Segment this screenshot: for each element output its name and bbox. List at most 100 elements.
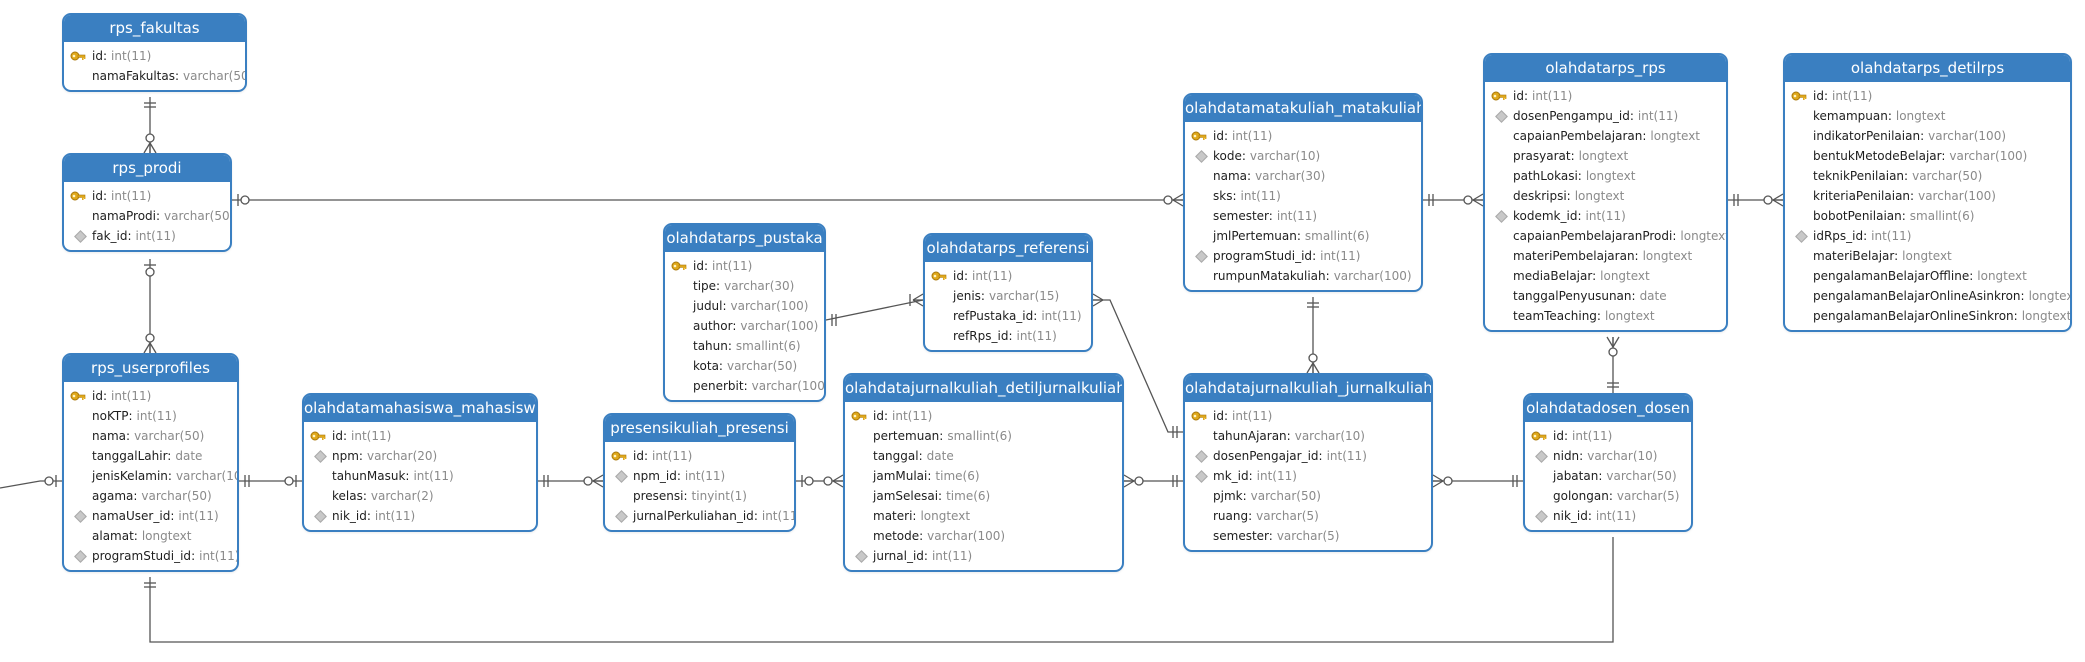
column-row[interactable]: sks:int(11) — [1185, 186, 1421, 206]
column-row[interactable]: bobotPenilaian:smallint(6) — [1785, 206, 2070, 226]
column-row[interactable]: id:int(11) — [304, 426, 536, 446]
column-row[interactable]: refRps_id:int(11) — [925, 326, 1091, 346]
column-row[interactable]: capaianPembelajaran:longtext — [1485, 126, 1726, 146]
column-row[interactable]: tipe:varchar(30) — [665, 276, 824, 296]
column-row[interactable]: jurnal_id:int(11) — [845, 546, 1122, 566]
column-row[interactable]: agama:varchar(50) — [64, 486, 237, 506]
column-row[interactable]: tahunAjaran:varchar(10) — [1185, 426, 1431, 446]
column-row[interactable]: materi:longtext — [845, 506, 1122, 526]
column-row[interactable]: id:int(11) — [1485, 86, 1726, 106]
column-row[interactable]: id:int(11) — [665, 256, 824, 276]
column-row[interactable]: semester:varchar(5) — [1185, 526, 1431, 546]
column-row[interactable]: metode:varchar(100) — [845, 526, 1122, 546]
column-row[interactable]: nik_id:int(11) — [1525, 506, 1691, 526]
column-row[interactable]: npm_id:int(11) — [605, 466, 794, 486]
column-row[interactable]: nama:varchar(30) — [1185, 166, 1421, 186]
column-row[interactable]: nidn:varchar(10) — [1525, 446, 1691, 466]
column-row[interactable]: nik_id:int(11) — [304, 506, 536, 526]
column-row[interactable]: tanggalLahir:date — [64, 446, 237, 466]
column-row[interactable]: jamMulai:time(6) — [845, 466, 1122, 486]
column-row[interactable]: namaUser_id:int(11) — [64, 506, 237, 526]
column-row[interactable]: pengalamanBelajarOnlineAsinkron:longtext — [1785, 286, 2070, 306]
column-row[interactable]: tanggalPenyusunan:date — [1485, 286, 1726, 306]
column-row[interactable]: mk_id:int(11) — [1185, 466, 1431, 486]
column-row[interactable]: kota:varchar(50) — [665, 356, 824, 376]
column-row[interactable]: deskripsi:longtext — [1485, 186, 1726, 206]
column-row[interactable]: judul:varchar(100) — [665, 296, 824, 316]
column-row[interactable]: id:int(11) — [64, 386, 237, 406]
column-row[interactable]: golongan:varchar(5) — [1525, 486, 1691, 506]
column-row[interactable]: pertemuan:smallint(6) — [845, 426, 1122, 446]
column-row[interactable]: rumpunMatakuliah:varchar(100) — [1185, 266, 1421, 286]
column-row[interactable]: id:int(11) — [64, 46, 245, 66]
column-row[interactable]: id:int(11) — [64, 186, 230, 206]
column-row[interactable]: author:varchar(100) — [665, 316, 824, 336]
column-row[interactable]: namaProdi:varchar(50) — [64, 206, 230, 226]
column-row[interactable]: teknikPenilaian:varchar(50) — [1785, 166, 2070, 186]
column-row[interactable]: noKTP:int(11) — [64, 406, 237, 426]
column-row[interactable]: alamat:longtext — [64, 526, 237, 546]
column-row[interactable]: id:int(11) — [1785, 86, 2070, 106]
column-row[interactable]: kelas:varchar(2) — [304, 486, 536, 506]
column-row[interactable]: id:int(11) — [1185, 406, 1431, 426]
column-row[interactable]: nama:varchar(50) — [64, 426, 237, 446]
column-row[interactable]: materiPembelajaran:longtext — [1485, 246, 1726, 266]
column-row[interactable]: jenis:varchar(15) — [925, 286, 1091, 306]
column-row[interactable]: tanggal:date — [845, 446, 1122, 466]
column-row[interactable]: id:int(11) — [925, 266, 1091, 286]
column-row[interactable]: materiBelajar:longtext — [1785, 246, 2070, 266]
column-row[interactable]: capaianPembelajaranProdi:longtext — [1485, 226, 1726, 246]
column-row[interactable]: penerbit:varchar(100) — [665, 376, 824, 396]
column-row[interactable]: jurnalPerkuliahan_id:int(11) — [605, 506, 794, 526]
column-row[interactable]: kemampuan:longtext — [1785, 106, 2070, 126]
column-row[interactable]: mediaBelajar:longtext — [1485, 266, 1726, 286]
column-row[interactable]: idRps_id:int(11) — [1785, 226, 2070, 246]
column-row[interactable]: dosenPengajar_id:int(11) — [1185, 446, 1431, 466]
column-row[interactable]: dosenPengampu_id:int(11) — [1485, 106, 1726, 126]
column-row[interactable]: teamTeaching:longtext — [1485, 306, 1726, 326]
column-row[interactable]: bentukMetodeBelajar:varchar(100) — [1785, 146, 2070, 166]
column-row[interactable]: id:int(11) — [605, 446, 794, 466]
column-row[interactable]: pathLokasi:longtext — [1485, 166, 1726, 186]
column-row[interactable]: namaFakultas:varchar(50) — [64, 66, 245, 86]
column-row[interactable]: npm:varchar(20) — [304, 446, 536, 466]
column-row[interactable]: jabatan:varchar(50) — [1525, 466, 1691, 486]
column-row[interactable]: tahun:smallint(6) — [665, 336, 824, 356]
column-row[interactable]: programStudi_id:int(11) — [1185, 246, 1421, 266]
column-row[interactable]: kriteriaPenilaian:varchar(100) — [1785, 186, 2070, 206]
column-row[interactable]: pengalamanBelajarOnlineSinkron:longtext — [1785, 306, 2070, 326]
column-row[interactable]: jenisKelamin:varchar(10) — [64, 466, 237, 486]
column-row[interactable]: id:int(11) — [845, 406, 1122, 426]
column-row[interactable]: pengalamanBelajarOffline:longtext — [1785, 266, 2070, 286]
column-row[interactable]: prasyarat:longtext — [1485, 146, 1726, 166]
column-row[interactable]: indikatorPenilaian:varchar(100) — [1785, 126, 2070, 146]
column-row[interactable]: pjmk:varchar(50) — [1185, 486, 1431, 506]
foreign-key-diamond-icon — [615, 470, 628, 483]
column-row[interactable]: kode:varchar(10) — [1185, 146, 1421, 166]
column-row[interactable]: semester:int(11) — [1185, 206, 1421, 226]
column-row[interactable]: kodemk_id:int(11) — [1485, 206, 1726, 226]
column-row[interactable]: refPustaka_id:int(11) — [925, 306, 1091, 326]
column-row[interactable]: jamSelesai:time(6) — [845, 486, 1122, 506]
column-row[interactable]: presensi:tinyint(1) — [605, 486, 794, 506]
column-row[interactable]: id:int(11) — [1525, 426, 1691, 446]
column-row[interactable]: programStudi_id:int(11) — [64, 546, 237, 566]
column-row[interactable]: jmlPertemuan:smallint(6) — [1185, 226, 1421, 246]
column-row[interactable]: tahunMasuk:int(11) — [304, 466, 536, 486]
column-row[interactable]: id:int(11) — [1185, 126, 1421, 146]
column-row[interactable]: fak_id:int(11) — [64, 226, 230, 246]
column-row[interactable]: ruang:varchar(5) — [1185, 506, 1431, 526]
